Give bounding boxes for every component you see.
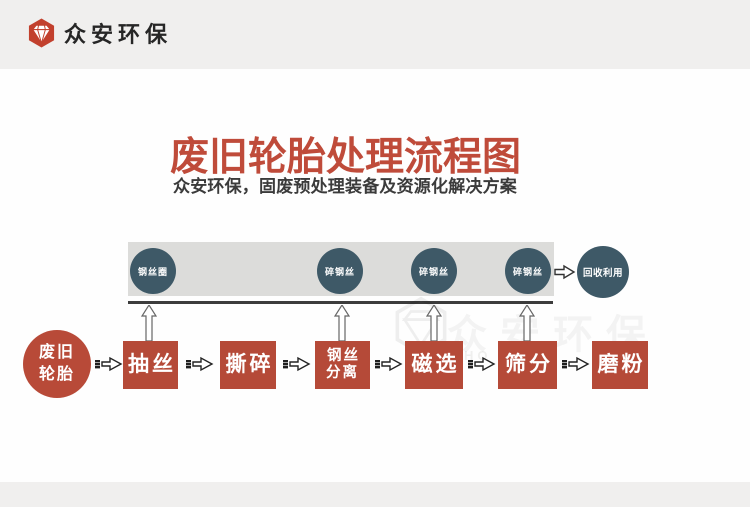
company-logo[interactable]: 众安环保 bbox=[27, 17, 172, 49]
flow-arrow-icon bbox=[283, 354, 311, 379]
recycle-node: 回收利用 bbox=[577, 246, 629, 298]
flow-arrow-icon bbox=[562, 354, 590, 379]
page-subtitle: 众安环保，固废预处理装备及资源化解决方案 bbox=[173, 177, 517, 196]
footer-band bbox=[0, 482, 750, 507]
up-arrow-icon bbox=[425, 303, 443, 346]
step-shredding: 撕碎 bbox=[220, 341, 276, 389]
header-band bbox=[0, 0, 750, 69]
page-title: 废旧轮胎处理流程图 bbox=[170, 136, 522, 179]
source-node-waste-tire: 废旧 轮胎 bbox=[23, 330, 91, 398]
flow-arrow-icon bbox=[186, 354, 214, 379]
byproduct-node-broken-wire: 碎钢丝 bbox=[317, 248, 363, 294]
separator-line bbox=[128, 301, 553, 304]
flow-arrow-icon bbox=[468, 354, 496, 379]
logo-text: 众安环保 bbox=[64, 22, 173, 47]
up-arrow-icon bbox=[140, 303, 158, 346]
byproduct-node-steel-ring: 钢丝圈 bbox=[130, 248, 176, 294]
step-grinding: 磨粉 bbox=[592, 341, 648, 389]
step-wire-separation: 钢丝 分离 bbox=[315, 341, 370, 389]
step-magnetic-separation: 磁选 bbox=[405, 341, 463, 389]
up-arrow-icon bbox=[518, 303, 536, 346]
logo-gem-icon bbox=[27, 17, 56, 49]
flow-arrow-icon bbox=[375, 354, 403, 379]
byproduct-node-broken-wire: 碎钢丝 bbox=[505, 248, 551, 294]
byproduct-node-broken-wire: 碎钢丝 bbox=[411, 248, 457, 294]
flow-arrow-icon bbox=[95, 354, 123, 379]
up-arrow-icon bbox=[333, 303, 351, 346]
step-wire-drawing: 抽丝 bbox=[123, 341, 178, 389]
right-arrow-icon bbox=[554, 264, 576, 285]
step-screening: 筛分 bbox=[498, 341, 557, 389]
